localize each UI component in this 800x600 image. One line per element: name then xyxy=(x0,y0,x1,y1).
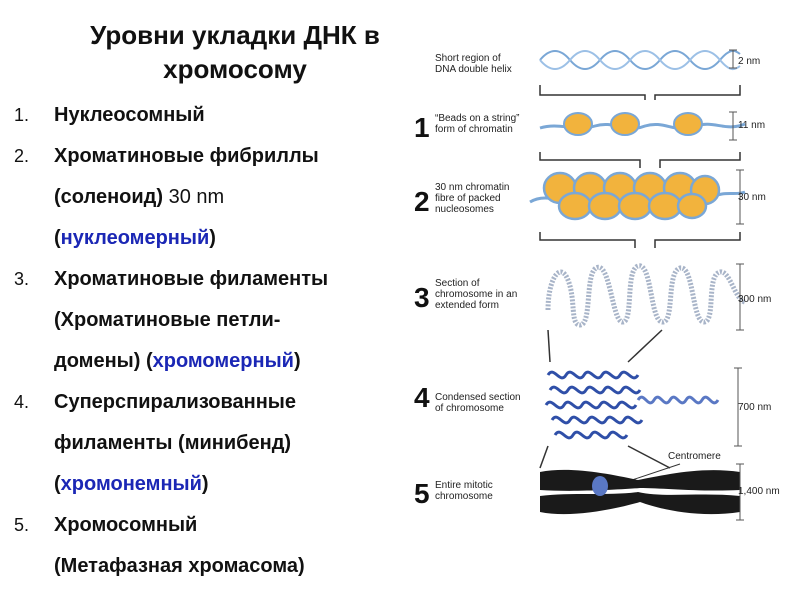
caption-line: form of chromatin xyxy=(435,124,520,135)
levels-list: 1. Нуклеосомный 2. Хроматиновые фибриллы… xyxy=(14,100,394,582)
item-text-part: 30 nm xyxy=(169,186,225,208)
condensed-section xyxy=(546,372,718,438)
scale-label: 2 nm xyxy=(738,56,760,67)
paren: ) xyxy=(294,350,301,372)
scale-label: 700 nm xyxy=(738,402,771,413)
chromatin-fibre xyxy=(530,173,745,219)
paren: ) xyxy=(202,473,209,495)
caption-line: DNA double helix xyxy=(435,64,512,75)
caption-beads: “Beads on a string” form of chromatin xyxy=(435,113,520,135)
scale-label: 11 nm xyxy=(738,120,765,131)
caption-line: fibre of packed xyxy=(435,193,509,204)
highlighted-term: хромомерный xyxy=(153,350,294,372)
caption-line: “Beads on a string” xyxy=(435,113,520,124)
item-text: Хроматиновые филаменты xyxy=(54,264,394,295)
caption-30nm-fibre: 30 nm chromatin fibre of packed nucleoso… xyxy=(435,182,509,215)
caption-mitotic: Entire mitotic chromosome xyxy=(435,480,493,502)
item-text-line2: филаменты (минибенд) xyxy=(54,428,394,459)
scale-label: 30 nm xyxy=(738,192,766,203)
caption-line: chromosome in an xyxy=(435,289,517,300)
nucleosome-beads xyxy=(564,113,702,135)
caption-line: extended form xyxy=(435,300,517,311)
dna-packing-figure: Short region of DNA double helix 2 nm 1 … xyxy=(400,40,800,600)
caption-line: nucleosomes xyxy=(435,204,509,215)
caption-line: Entire mitotic xyxy=(435,480,493,491)
caption-line: chromosome xyxy=(435,491,493,502)
item-text-line2: (соленоид) 30 nm xyxy=(54,182,394,213)
stage-number: 2 xyxy=(414,186,430,218)
extended-loops xyxy=(548,266,745,325)
item-text-line2: (Метафазная хромасома) xyxy=(54,551,394,582)
mitotic-chromosome xyxy=(540,470,740,514)
item-number: 1. xyxy=(14,100,29,131)
centromere-label: Centromere xyxy=(668,451,721,462)
paren: ( xyxy=(54,227,61,249)
list-item-5: 5. Хромосомный (Метафазная хромасома) xyxy=(14,510,394,582)
item-text: Хроматиновые фибриллы xyxy=(54,141,394,172)
highlighted-term: хромонемный xyxy=(61,473,202,495)
caption-line: of chromosome xyxy=(435,403,521,414)
stage-number: 4 xyxy=(414,382,430,414)
stage-number: 5 xyxy=(414,478,430,510)
item-number: 5. xyxy=(14,510,29,541)
item-text-line3: (нуклеомерный) xyxy=(54,223,394,254)
slide-title: Уровни укладки ДНК в хромосому xyxy=(40,18,430,86)
item-number: 4. xyxy=(14,387,29,418)
scale-label: 1,400 nm xyxy=(738,486,780,497)
caption-condensed: Condensed section of chromosome xyxy=(435,392,521,414)
paren: ) xyxy=(209,227,216,249)
item-text: Нуклеосомный xyxy=(54,100,394,131)
item-number: 2. xyxy=(14,141,29,172)
paren: ( xyxy=(54,473,61,495)
item-number: 3. xyxy=(14,264,29,295)
stage-number: 1 xyxy=(414,112,430,144)
caption-line: Short region of xyxy=(435,53,512,64)
item-text: Хромосомный xyxy=(54,510,394,541)
item-text-line3: домены) (хромомерный) xyxy=(54,346,394,377)
item-text-part: (соленоид) xyxy=(54,186,169,208)
scale-label: 300 nm xyxy=(738,294,771,305)
item-text-line2: (Хроматиновые петли- xyxy=(54,305,394,336)
stage-number: 3 xyxy=(414,282,430,314)
item-text-line3: (хромонемный) xyxy=(54,469,394,500)
highlighted-term: нуклеомерный xyxy=(61,227,210,249)
list-item-3: 3. Хроматиновые филаменты (Хроматиновые … xyxy=(14,264,394,377)
dna-helix xyxy=(540,51,740,69)
caption-extended: Section of chromosome in an extended for… xyxy=(435,278,517,311)
list-item-4: 4. Суперспирализованные филаменты (миниб… xyxy=(14,387,394,500)
caption-dna-helix: Short region of DNA double helix xyxy=(435,53,512,75)
item-text-part: домены) ( xyxy=(54,350,153,372)
caption-line: Section of xyxy=(435,278,517,289)
list-item-1: 1. Нуклеосомный xyxy=(14,100,394,131)
list-item-2: 2. Хроматиновые фибриллы (соленоид) 30 n… xyxy=(14,141,394,254)
caption-line: Condensed section xyxy=(435,392,521,403)
caption-line: 30 nm chromatin xyxy=(435,182,509,193)
item-text: Суперспирализованные xyxy=(54,387,394,418)
